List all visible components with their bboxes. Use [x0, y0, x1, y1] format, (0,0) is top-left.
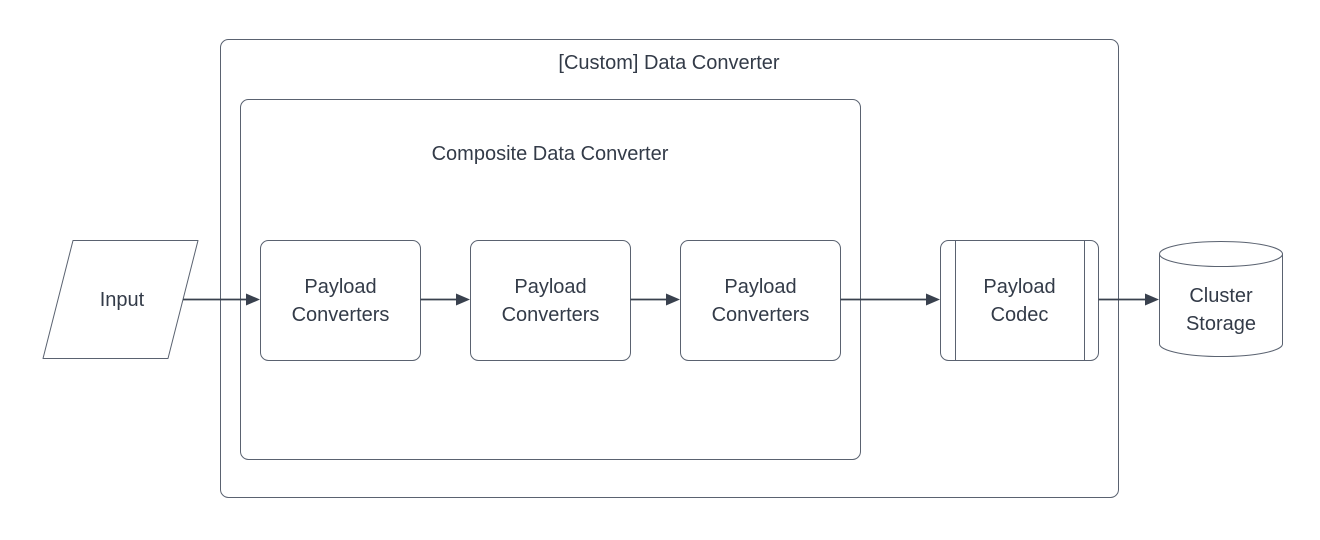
input-label: Input [100, 289, 145, 311]
payload-converters-2-label-line2: Converters [502, 304, 600, 326]
payload-converters-3-label-line2: Converters [712, 304, 810, 326]
payload-codec-label-line1: Payload [983, 276, 1055, 298]
payload-converters-1-label-line1: Payload [304, 276, 376, 298]
edge-converter1-to-converter2 [420, 293, 470, 306]
payload-converters-1-node: Payload Converters [260, 240, 421, 361]
cluster-storage-top-ellipse [1159, 253, 1283, 267]
payload-converters-2-node: Payload Converters [470, 240, 631, 361]
edge-converter3-to-codec [840, 293, 940, 306]
outer-group-title: [Custom] Data Converter [558, 52, 780, 74]
cluster-storage-shape [1159, 241, 1283, 357]
arrowhead-icon [1145, 293, 1159, 306]
input-shape [42, 240, 199, 359]
payload-codec-shape [940, 240, 1099, 361]
arrowhead-icon [666, 293, 680, 306]
payload-converters-3-node: Payload Converters [680, 240, 841, 361]
inner-group-title: Composite Data Converter [432, 143, 669, 165]
input-node: Input [42, 240, 199, 359]
arrowhead-icon [456, 293, 470, 306]
payload-converters-3-label-line1: Payload [724, 276, 796, 298]
payload-converters-3-shape [680, 240, 841, 361]
arrowhead-icon [246, 293, 260, 306]
payload-converters-2-shape [470, 240, 631, 361]
edge-input-to-converter1 [183, 293, 260, 306]
payload-codec-label-line2: Codec [991, 304, 1049, 326]
payload-codec-node: Payload Codec [940, 240, 1099, 361]
payload-converters-1-shape [260, 240, 421, 361]
edge-converter2-to-converter3 [630, 293, 680, 306]
payload-converters-1-label-line2: Converters [292, 304, 390, 326]
payload-converters-2-label-line1: Payload [514, 276, 586, 298]
cluster-storage-node: Cluster Storage [1159, 241, 1283, 357]
cluster-storage-label-line1: Cluster [1189, 285, 1253, 307]
cluster-storage-label-line2: Storage [1186, 313, 1256, 335]
edge-codec-to-storage [1098, 293, 1159, 306]
arrowhead-icon [926, 293, 940, 306]
